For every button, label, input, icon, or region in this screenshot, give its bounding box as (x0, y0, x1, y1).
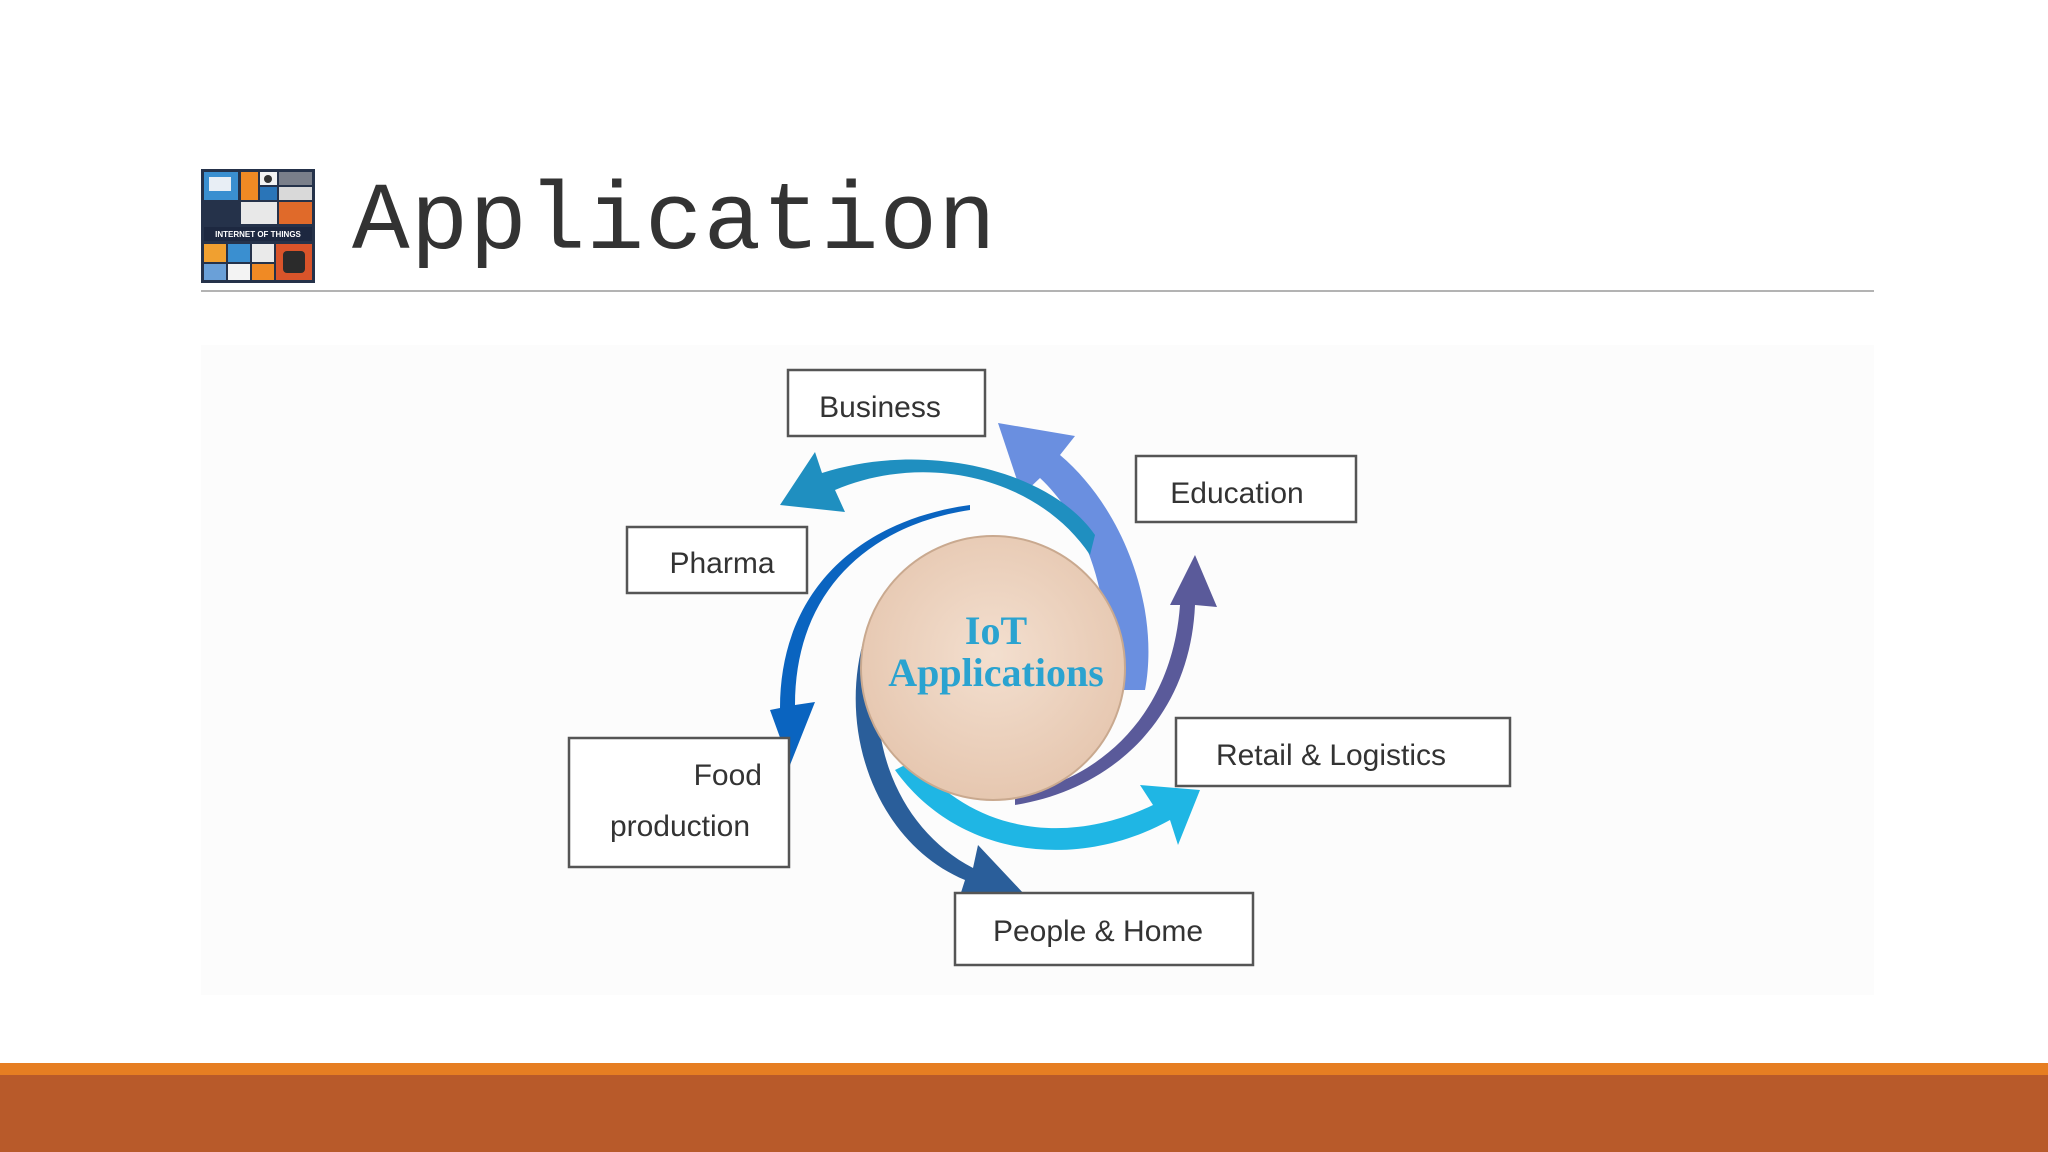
internet-of-things-logo-icon: INTERNET OF THINGS (201, 169, 315, 283)
box-pharma: Pharma (625, 525, 809, 595)
slide-title: Application (352, 168, 997, 277)
arrow-to-pharma (780, 452, 1095, 555)
box-label: Retail & Logistics (1216, 739, 1446, 772)
center-circle (860, 535, 1126, 801)
box-label: Pharma (669, 547, 774, 580)
box-education: Education (1134, 454, 1358, 524)
box-label-line1: Food (694, 759, 762, 792)
footer-accent-bar (0, 1063, 2048, 1075)
box-food-production: Food production (567, 736, 791, 869)
arrow-to-education (1015, 555, 1217, 805)
box-retail-logistics: Retail & Logistics (1174, 716, 1512, 788)
box-label-line2: production (610, 810, 750, 843)
title-divider (201, 290, 1874, 292)
box-business: Business (786, 368, 987, 438)
box-label: Education (1170, 477, 1303, 510)
box-people-home: People & Home (953, 891, 1255, 967)
box-label: Business (819, 391, 941, 424)
arrow-to-retail (895, 760, 1200, 850)
footer-band (0, 1075, 2048, 1152)
center-label-line1: IoT (965, 608, 1028, 653)
center-label-line2: Applications (888, 650, 1104, 695)
box-label: People & Home (993, 915, 1203, 948)
logo-caption: INTERNET OF THINGS (215, 230, 301, 239)
